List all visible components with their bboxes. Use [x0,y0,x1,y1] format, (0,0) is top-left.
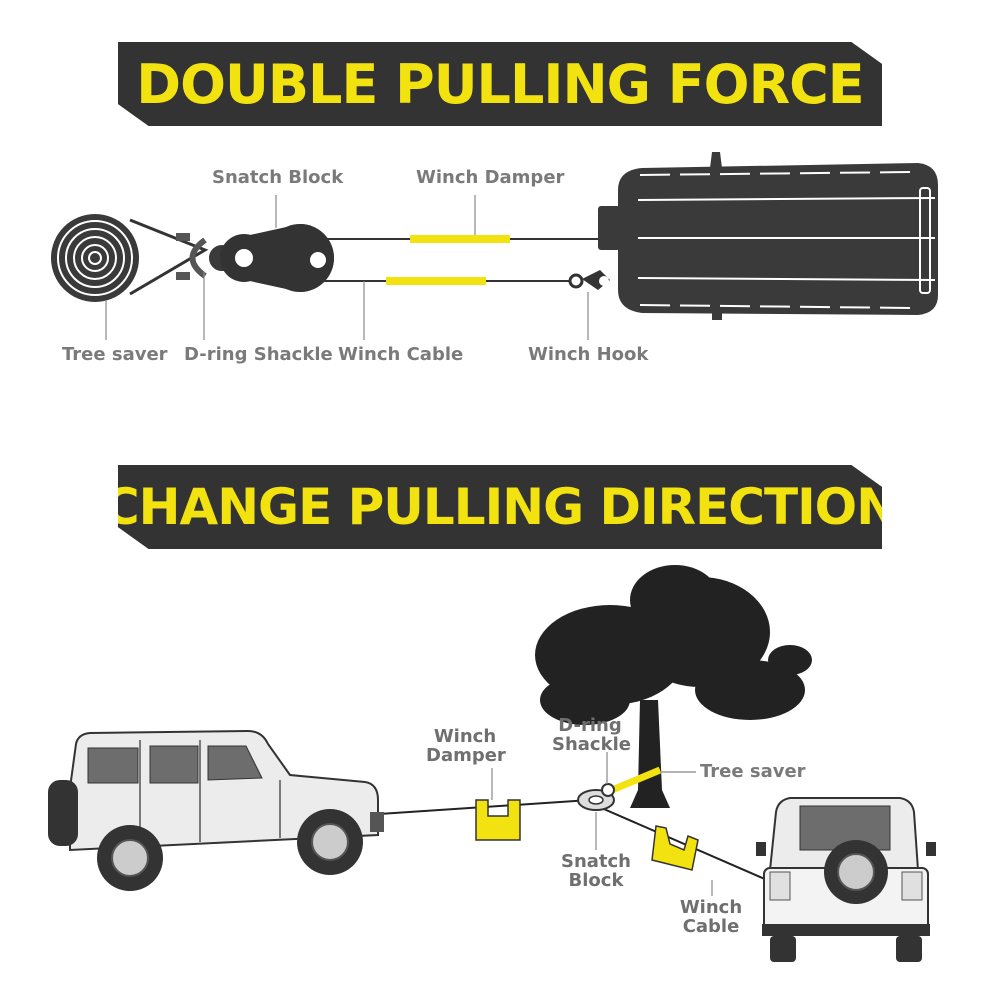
label-snatch-block: Snatch Block [558,852,634,890]
label-line-1: Winch [433,726,497,747]
label-winch-cable: Winch Cable [338,344,464,365]
change-direction-diagram [48,565,936,962]
label-winch-damper: Winch Damper [416,167,565,188]
snatch-block-icon [577,783,615,811]
label-line-1: D-ring [558,715,622,736]
label-line-2: Shackle [552,734,631,755]
winch-damper-1 [475,799,521,841]
label-tree-saver: Tree saver [700,761,806,782]
label-line-2: Damper [426,745,506,766]
tree-saver-icon [51,214,209,302]
label-winch-damper: Winch Damper [426,726,506,766]
winch-damper-top [410,235,510,243]
title-banner-change-pulling-direction: CHANGE PULLING DIRECTION [118,465,882,549]
suv-side-view-icon [48,729,384,891]
double-pull-diagram [51,152,938,340]
label-line-1: Winch [679,897,743,918]
label-winch-cable: Winch Cable [672,898,750,936]
section-title: CHANGE PULLING DIRECTION [102,478,898,536]
label-snatch-block: Snatch Block [212,167,344,188]
label-d-ring-shackle: D-ring Shackle [552,715,631,755]
winch-damper-2 [651,825,699,871]
winch-hook-icon [568,270,610,290]
tree-icon [535,565,812,808]
suv-rear-view-icon [756,797,936,962]
section-title: DOUBLE PULLING FORCE [136,52,864,116]
label-line-2: Cable [682,916,740,937]
suv-top-view-icon [598,152,938,320]
label-d-ring-shackle: D-ring Shackle [184,344,333,365]
snatch-block-icon [220,224,334,292]
title-banner-double-pulling-force: DOUBLE PULLING FORCE [118,42,882,126]
label-line-2: Block [568,870,624,891]
winch-damper-bottom [386,277,486,285]
label-tree-saver: Tree saver [62,344,168,365]
label-winch-hook: Winch Hook [528,344,649,365]
label-line-1: Snatch [560,851,631,872]
